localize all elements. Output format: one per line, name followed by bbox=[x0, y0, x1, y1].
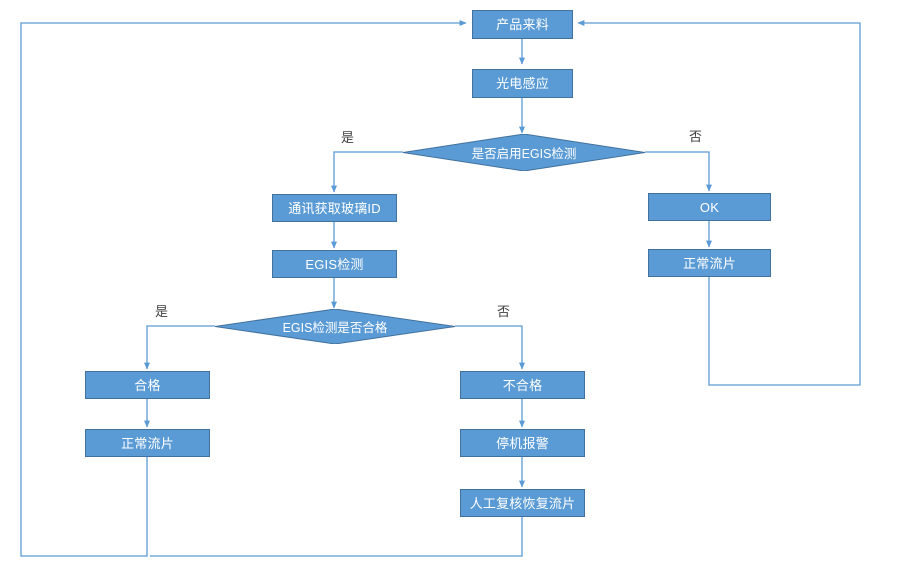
edge-d2-no-n9 bbox=[455, 325, 525, 370]
node-egis-inspection[interactable]: EGIS检测 bbox=[272, 250, 397, 278]
node-get-glass-id[interactable]: 通讯获取玻璃ID bbox=[272, 194, 397, 222]
edge-label-enable-egis-yes: 是 bbox=[341, 130, 355, 145]
node-pass[interactable]: 合格 bbox=[85, 371, 210, 399]
edge-label-enable-egis-no: 否 bbox=[689, 129, 703, 144]
node-normal-flow-right[interactable]: 正常流片 bbox=[648, 249, 771, 277]
edge-n11-n1 bbox=[150, 517, 523, 557]
node-egis-result-decision[interactable]: EGIS检测是否合格 bbox=[215, 309, 455, 344]
node-normal-flow-left[interactable]: 正常流片 bbox=[85, 429, 210, 457]
edge-label-egis-result-no: 否 bbox=[497, 304, 511, 319]
node-manual-review-resume[interactable]: 人工复核恢复流片 bbox=[460, 489, 585, 517]
edge-d1-no-n5 bbox=[645, 151, 712, 192]
node-stop-alarm[interactable]: 停机报警 bbox=[460, 429, 585, 457]
edge-n8-n1 bbox=[20, 20, 467, 557]
edge-d2-yes-n7 bbox=[144, 325, 215, 370]
node-photoelectric-sensing[interactable]: 光电感应 bbox=[472, 69, 573, 98]
edge-label-egis-result-yes: 是 bbox=[155, 304, 169, 319]
edge-d1-yes-n3 bbox=[331, 151, 403, 193]
edge-n6-n1 bbox=[577, 20, 861, 386]
node-enable-egis-decision[interactable]: 是否启用EGIS检测 bbox=[403, 134, 645, 171]
node-fail[interactable]: 不合格 bbox=[460, 371, 585, 399]
node-product-incoming[interactable]: 产品来料 bbox=[472, 10, 573, 39]
node-ok[interactable]: OK bbox=[648, 193, 771, 221]
